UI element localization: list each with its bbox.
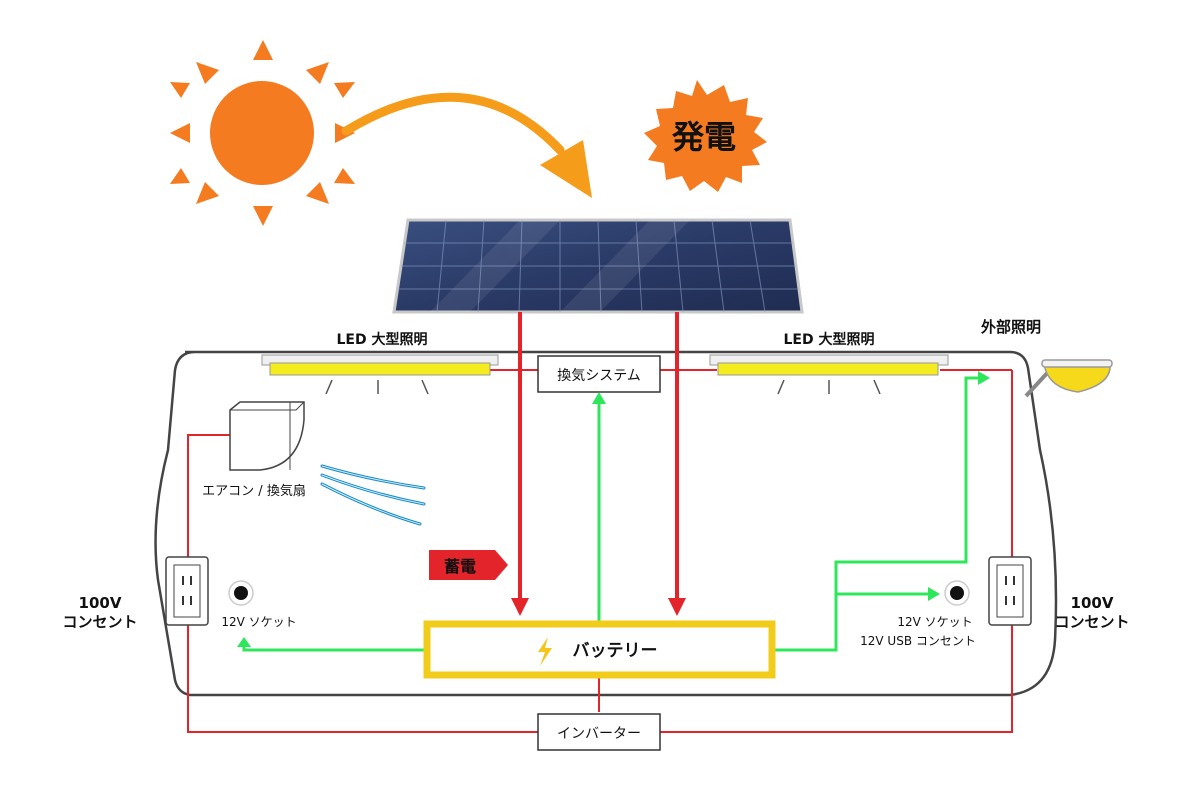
sunlight-arrow: [341, 92, 592, 198]
charging-badge: 蓄電: [429, 550, 508, 580]
aircon-label: エアコン / 換気扇: [202, 483, 306, 499]
battery-box: バッテリー: [423, 620, 776, 679]
outlet-right-label-2: コンセント: [1054, 613, 1129, 631]
external-light-label: 外部照明: [980, 318, 1041, 336]
airflow-icon: [320, 464, 426, 526]
socket-left-label: 12V ソケット: [221, 615, 296, 629]
external-light-icon: [1024, 359, 1113, 398]
dc-arrowheads: [237, 371, 990, 647]
socket-right-icon: [944, 580, 970, 606]
socket-left-icon: [228, 580, 254, 606]
generation-burst-badge: 発電: [644, 80, 767, 192]
led-left-label: LED 大型照明: [337, 331, 428, 348]
outlet-right-icon: [988, 556, 1032, 626]
lightning-icon: [538, 637, 552, 666]
led-light-right: [709, 354, 949, 395]
sun-icon: [170, 40, 355, 226]
aircon-unit-icon: [229, 401, 305, 471]
battery-label: バッテリー: [573, 641, 658, 661]
vehicle-body-outline: [154, 350, 1058, 697]
led-right-label: LED 大型照明: [784, 331, 875, 348]
charging-label: 蓄電: [444, 557, 476, 576]
solar-panel: [392, 218, 804, 314]
outlet-left-label-1: 100V: [79, 594, 122, 612]
charging-arrows: [511, 312, 686, 616]
outlet-left-icon: [165, 556, 209, 626]
outlet-left-label-2: コンセント: [62, 613, 137, 631]
inverter-box: [537, 713, 661, 751]
generation-label: 発電: [671, 118, 736, 156]
led-light-left: [261, 354, 499, 395]
usb-right-label: 12V USB コンセント: [860, 634, 976, 648]
ventilation-system-label: 換気システム: [557, 368, 641, 384]
inverter-label: インバーター: [557, 726, 641, 742]
outlet-right-label-1: 100V: [1071, 594, 1114, 612]
ventilation-system-box: [537, 355, 661, 393]
socket-right-label: 12V ソケット: [897, 615, 972, 629]
